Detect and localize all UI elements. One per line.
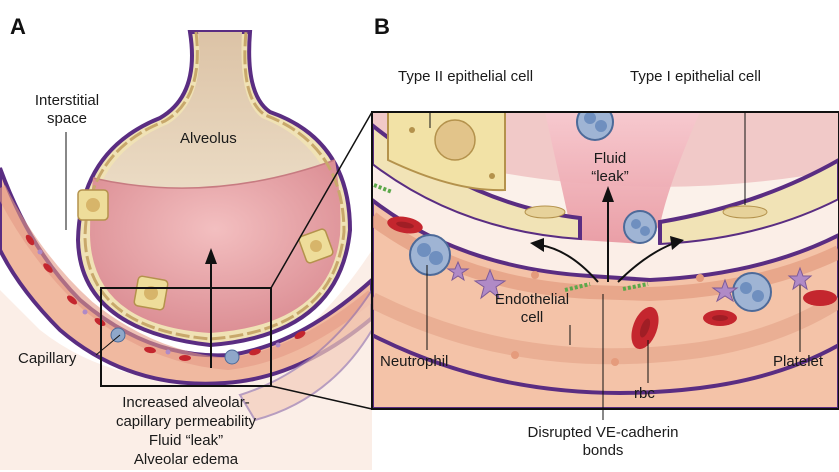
neutrophil-b4 <box>733 273 771 311</box>
caption-a: Increased alveolar- capillary permeabili… <box>86 393 286 469</box>
caption-line4: Alveolar edema <box>86 450 286 469</box>
label-ve-cadherin: Disrupted VE-cadherin bonds <box>508 424 698 460</box>
fluid-line2: “leak” <box>585 168 635 186</box>
label-type-ii-epithelial-cell: Type II epithelial cell <box>398 68 533 86</box>
label-type-i-epithelial-cell: Type I epithelial cell <box>630 68 761 86</box>
caption-line1: Increased alveolar- <box>86 393 286 412</box>
label-capillary: Capillary <box>18 350 76 368</box>
neutrophil-b1 <box>410 235 450 275</box>
label-rbc: rbc <box>634 385 655 403</box>
endothelial-line1: Endothelial <box>482 291 582 309</box>
label-alveolus: Alveolus <box>180 130 237 148</box>
type-ii-cell-a3 <box>134 276 169 311</box>
neutrophil-b2 <box>577 104 613 140</box>
interstitial-line1: Interstitial <box>22 92 112 110</box>
endothelial-line2: cell <box>482 309 582 327</box>
neutrophil-b3 <box>624 211 656 243</box>
vecad-line1: Disrupted VE-cadherin <box>508 424 698 442</box>
label-neutrophil: Neutrophil <box>380 353 448 371</box>
caption-line2: capillary permeability <box>86 412 286 431</box>
panel-letter-a: A <box>10 14 26 40</box>
panel-letter-b: B <box>374 14 390 40</box>
fluid-line1: Fluid <box>585 150 635 168</box>
vecad-line2: bonds <box>508 442 698 460</box>
label-fluid-leak: Fluid “leak” <box>585 150 635 186</box>
type-ii-cell-a1 <box>78 190 108 220</box>
label-platelet: Platelet <box>773 353 823 371</box>
label-interstitial-space: Interstitial space <box>22 92 112 128</box>
caption-line3: Fluid “leak” <box>86 431 286 450</box>
interstitial-line2: space <box>22 110 112 128</box>
label-endothelial-cell: Endothelial cell <box>482 291 582 327</box>
